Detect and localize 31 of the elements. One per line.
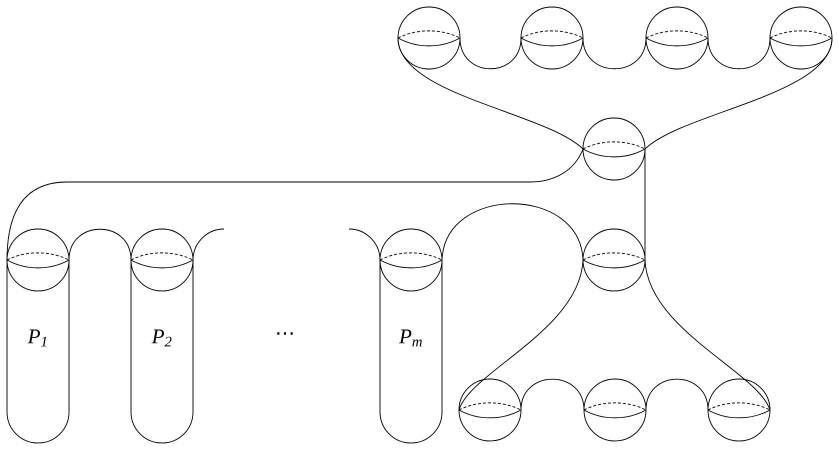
- connecting-curve: [192, 228, 224, 260]
- sphere: [770, 6, 832, 70]
- connecting-curve: [68, 228, 132, 260]
- connecting-curve: [582, 38, 646, 70]
- tube: P$_{1}$: [6, 260, 70, 444]
- sphere: [398, 6, 460, 70]
- connecting-curve: [644, 38, 832, 150]
- sphere: [582, 228, 646, 292]
- connecting-curve: [708, 38, 770, 70]
- connecting-curve: [458, 260, 584, 410]
- sphere: [708, 378, 770, 442]
- connecting-curve: [646, 378, 708, 410]
- sphere: [520, 6, 584, 70]
- connecting-curve: [442, 203, 584, 260]
- sphere: [130, 228, 194, 292]
- sphere: [582, 118, 646, 180]
- tube: P$_{m}$: [380, 260, 442, 444]
- sphere: [458, 378, 522, 442]
- connecting-curve: [644, 148, 646, 260]
- sphere: [646, 6, 708, 70]
- connecting-curve: [460, 38, 522, 70]
- connecting-curve: [520, 378, 584, 410]
- sphere: [380, 228, 442, 292]
- ellipsis: ⋯: [277, 332, 293, 335]
- connecting-curve: [398, 38, 584, 150]
- sphere: [584, 378, 646, 442]
- sphere: [6, 228, 70, 292]
- connecting-curve: [6, 148, 584, 260]
- tube: P$_{2}$: [130, 260, 194, 444]
- connecting-curve: [644, 260, 770, 410]
- connecting-curve: [348, 228, 380, 260]
